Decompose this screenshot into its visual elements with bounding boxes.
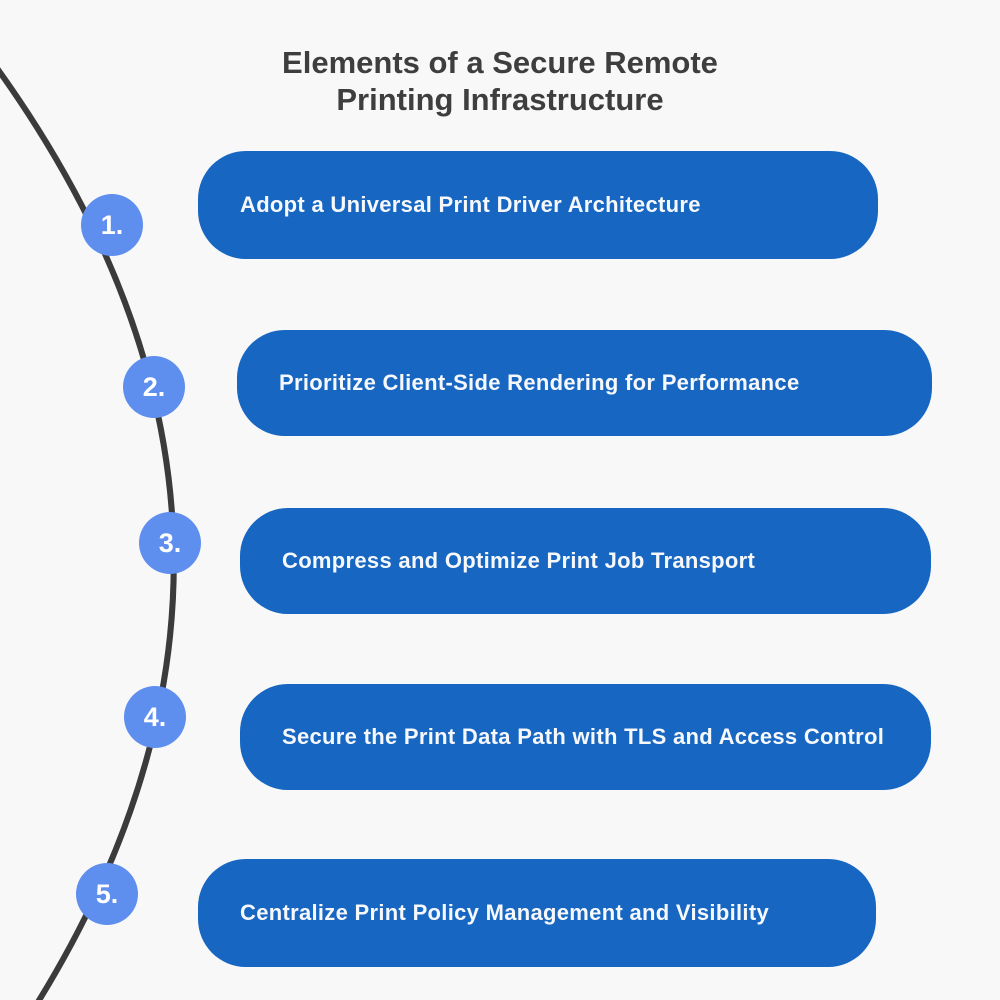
step-label-3: Compress and Optimize Print Job Transpor… (282, 548, 756, 573)
step-number-5: 5. (95, 878, 119, 909)
page-title: Elements of a Secure Remote Printing Inf… (0, 44, 1000, 118)
step-label-4: Secure the Print Data Path with TLS and … (282, 724, 885, 749)
step-pill-5: Centralize Print Policy Management and V… (198, 859, 876, 967)
page-title-line-1: Elements of a Secure Remote (282, 45, 718, 80)
step-marker-2: 2. (123, 356, 185, 418)
step-pill-1: Adopt a Universal Print Driver Architect… (198, 151, 878, 259)
step-label-1: Adopt a Universal Print Driver Architect… (240, 192, 701, 217)
step-number-4: 4. (143, 701, 167, 732)
step-marker-3: 3. (139, 512, 201, 574)
step-marker-4: 4. (124, 686, 186, 748)
step-marker-5: 5. (76, 863, 138, 925)
step-pill-3: Compress and Optimize Print Job Transpor… (240, 508, 931, 614)
step-number-3: 3. (158, 527, 182, 558)
step-number-2: 2. (142, 371, 166, 402)
page-title-line-2: Printing Infrastructure (336, 82, 664, 117)
step-label-5: Centralize Print Policy Management and V… (240, 900, 769, 925)
step-pill-4: Secure the Print Data Path with TLS and … (240, 684, 931, 790)
step-marker-1: 1. (81, 194, 143, 256)
step-number-1: 1. (100, 209, 124, 240)
step-pill-2: Prioritize Client-Side Rendering for Per… (237, 330, 932, 436)
step-label-2: Prioritize Client-Side Rendering for Per… (279, 370, 800, 395)
